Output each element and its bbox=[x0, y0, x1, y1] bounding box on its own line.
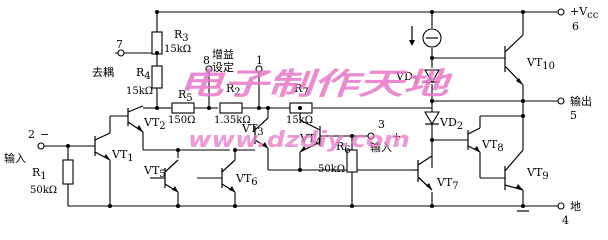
ground-label: 地 bbox=[570, 200, 581, 213]
pin-1: 1 bbox=[256, 54, 263, 67]
vt6-label: VT6 bbox=[235, 172, 258, 188]
in-plus-label: 输入 bbox=[370, 140, 392, 154]
terminal-output bbox=[557, 97, 565, 105]
terminals bbox=[37, 8, 565, 210]
vcc-label: +Vcc bbox=[570, 5, 599, 21]
vt4-label: VT4 bbox=[299, 132, 322, 148]
transistor-vt1 bbox=[94, 132, 111, 161]
terminal-in-plus bbox=[367, 132, 375, 140]
vt10-label: VT10 bbox=[526, 56, 555, 72]
transistor-vt3 bbox=[254, 117, 269, 149]
r6-name: R6 bbox=[336, 140, 351, 156]
r5-name: R5 bbox=[178, 88, 193, 104]
in-minus-label: 输入 bbox=[4, 151, 26, 165]
pin-4: 4 bbox=[562, 214, 569, 227]
watermark-cn: 电子制作天地 bbox=[178, 67, 454, 102]
r3-value: 15kΩ bbox=[164, 44, 191, 55]
transistor-vt8 bbox=[467, 127, 481, 153]
terminal-decouple bbox=[117, 49, 125, 57]
vt2-label: VT2 bbox=[143, 116, 166, 132]
r1-name: R1 bbox=[32, 166, 47, 182]
r7-name: R7 bbox=[294, 82, 309, 98]
vt3-label: VT3 bbox=[241, 122, 264, 138]
vt5-label: VT5 bbox=[143, 164, 166, 180]
decouple-label: 去耦 bbox=[92, 66, 114, 79]
current-source bbox=[409, 26, 442, 48]
transistor-vt2 bbox=[127, 105, 144, 133]
resistor-r3 bbox=[151, 31, 163, 55]
output-label: 输出 bbox=[570, 94, 592, 108]
pin-3: 3 bbox=[378, 118, 385, 131]
resistor-r4 bbox=[151, 65, 163, 89]
r6-value: 50kΩ bbox=[318, 164, 345, 175]
r4-value: 15kΩ bbox=[126, 86, 153, 97]
in-plus-sign: + bbox=[392, 130, 401, 143]
terminal-ground bbox=[557, 202, 565, 210]
pin-5: 5 bbox=[570, 109, 577, 122]
vd1-label: VD1 bbox=[395, 70, 419, 86]
diode-vd2 bbox=[424, 111, 440, 126]
terminal-in-minus bbox=[37, 142, 45, 150]
resistor-r6 bbox=[346, 149, 358, 173]
watermark: 电子制作天地 www.dzdiy.com bbox=[178, 67, 454, 153]
r2-value: 1.35kΩ bbox=[214, 115, 251, 126]
pin-2: 2 bbox=[28, 128, 35, 141]
pin-7: 7 bbox=[116, 38, 123, 51]
r4-name: R4 bbox=[136, 66, 151, 82]
pin-6: 6 bbox=[572, 20, 579, 33]
terminal-vcc bbox=[557, 8, 565, 16]
resistor-r2 bbox=[219, 102, 243, 114]
transistor-vt6 bbox=[221, 159, 236, 193]
r3-name: R3 bbox=[174, 28, 189, 44]
r2-name: R2 bbox=[226, 82, 241, 98]
amplifier-schematic: +Vcc 6 7 去耦 8 增益 设定 1 输出 5 2 − 输入 3 + 输入… bbox=[4, 5, 599, 227]
r7-value: 15kΩ bbox=[286, 115, 313, 126]
r1-value: 50kΩ bbox=[30, 185, 57, 196]
transistor-vt10 bbox=[504, 34, 524, 86]
pin-8: 8 bbox=[203, 54, 210, 67]
resistor-r5 bbox=[171, 102, 195, 114]
transistor-vt5 bbox=[164, 159, 179, 193]
gain-label-2: 设定 bbox=[212, 60, 234, 74]
gain-label: 增益 bbox=[212, 47, 234, 61]
junctions bbox=[66, 10, 525, 208]
labels: +Vcc 6 7 去耦 8 增益 设定 1 输出 5 2 − 输入 3 + 输入… bbox=[4, 5, 599, 227]
diode-vd1 bbox=[424, 69, 440, 84]
terminal-pin1 bbox=[255, 65, 263, 73]
r5-value: 150Ω bbox=[168, 115, 195, 126]
transistor-vt4 bbox=[299, 119, 321, 153]
vt9-label: VT9 bbox=[526, 166, 549, 182]
vd2-label: VD2 bbox=[439, 116, 463, 132]
vt7-label: VT7 bbox=[436, 176, 459, 192]
transistor-vt9 bbox=[504, 149, 524, 191]
resistor-r1 bbox=[62, 159, 74, 185]
terminal-gain bbox=[205, 65, 213, 73]
transistors bbox=[94, 34, 524, 193]
transistor-vt7 bbox=[417, 155, 433, 191]
watermark-url: www.dzdiy.com bbox=[188, 128, 410, 153]
vt1-label: VT1 bbox=[111, 148, 134, 164]
vt8-label: VT8 bbox=[481, 138, 504, 154]
in-minus-sign: − bbox=[40, 128, 49, 141]
